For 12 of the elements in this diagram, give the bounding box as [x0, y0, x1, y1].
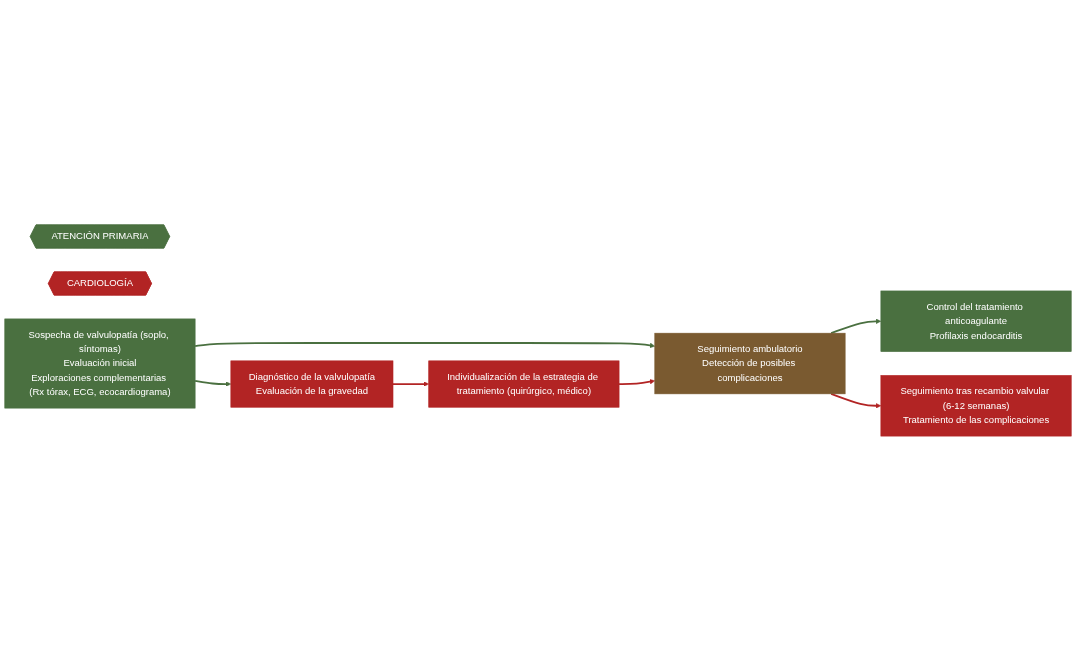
arrow: [618, 379, 655, 385]
node-box: Diagnóstico de la valvulopatía Evaluación de la gravedad: [230, 360, 394, 408]
node-box: Seguimiento tras recambio valvular (6-12 semanas) Tratamiento de las complicaciones: [880, 375, 1072, 437]
arrow: [392, 381, 429, 387]
node-box: Sospecha de valvulopatía (soplo, síntomas) Evaluación inicial Exploraciones complementarias (Rx tórax, ECG, ecocardiograma): [4, 318, 196, 409]
arrow: [194, 379, 232, 387]
arrow: [830, 392, 882, 409]
arrow: [830, 318, 882, 335]
arrow: [194, 342, 655, 348]
node-box: Control del tratamiento anticoagulante Profilaxis endocarditis: [880, 290, 1072, 352]
node-box: Seguimiento ambulatorio Detección de posibles complicaciones: [654, 332, 846, 395]
node-box: Individualización de la estrategia de tratamiento (quirúrgico, médico): [428, 360, 620, 408]
